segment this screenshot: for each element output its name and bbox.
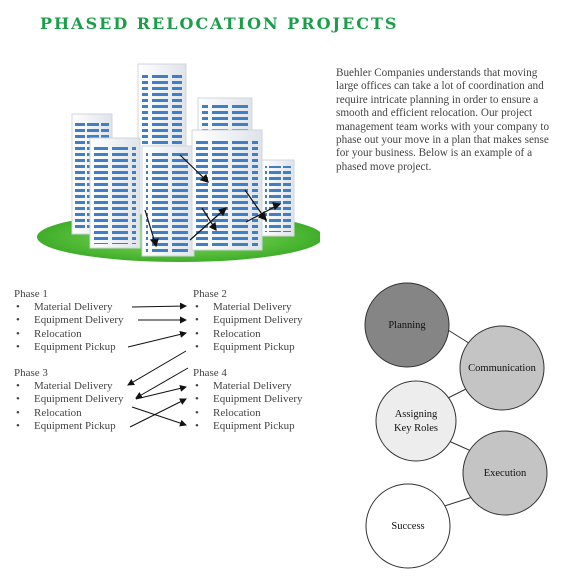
phase-4-title: Phase 4	[193, 367, 227, 379]
phase-2-item: Equipment Delivery	[193, 314, 303, 327]
phase-1: Phase 1 Material Delivery Equipment Deli…	[14, 288, 124, 354]
arrow-p2-to-p3-lower	[135, 367, 189, 399]
planning-label: Planning	[388, 320, 426, 331]
circle-assigning-key-roles: Assigning Key Roles	[375, 380, 457, 462]
building-far-right	[261, 159, 295, 237]
phase-4-item: Equipment Pickup	[193, 420, 303, 433]
execution-label: Execution	[484, 468, 527, 479]
phase-4-item: Material Delivery	[193, 380, 303, 393]
building-arrows	[144, 154, 282, 248]
circle-planning: Planning	[364, 282, 450, 368]
phase-1-title: Phase 1	[14, 288, 48, 300]
phase-4-item: Equipment Delivery	[193, 393, 303, 406]
phase-4: Phase 4 Material Delivery Equipment Deli…	[193, 367, 303, 433]
building-front-center	[141, 145, 195, 257]
phase-3-item: Relocation	[14, 407, 124, 420]
arrow-p3-pickup-b	[131, 406, 187, 427]
arrow-p1-material	[131, 302, 187, 310]
phase-1-item: Equipment Delivery	[14, 314, 124, 327]
circle-communication: Communication	[459, 325, 545, 411]
page-title: PHASED RELOCATION PROJECTS	[40, 14, 399, 33]
phase-3-item: Material Delivery	[14, 380, 124, 393]
assigning-label: Assigning	[395, 409, 438, 420]
arrow-p1-pickup	[127, 331, 187, 348]
building-front-right	[191, 129, 263, 251]
success-label: Success	[391, 521, 424, 532]
phase-4-item: Relocation	[193, 407, 303, 420]
key-roles-label: Key Roles	[394, 423, 438, 434]
intro-paragraph: Buehler Companies understands that movin…	[336, 67, 550, 173]
phase-1-item: Equipment Pickup	[14, 341, 124, 354]
building-front-left	[89, 137, 141, 249]
phase-3-item: Equipment Delivery	[14, 393, 124, 406]
office-buildings-illustration	[37, 63, 320, 262]
phase-3-title: Phase 3	[14, 367, 48, 379]
arrow-p3-pickup-a	[129, 398, 187, 428]
project-cycle-diagram: Planning Communication Assigning Key Rol…	[364, 282, 548, 569]
phase-1-item: Relocation	[14, 328, 124, 341]
arrow-p2-to-p3	[127, 350, 187, 386]
phase-2: Phase 2 Material Delivery Equipment Deli…	[193, 288, 303, 354]
phase-3-item: Equipment Pickup	[14, 420, 124, 433]
phase-2-title: Phase 2	[193, 288, 227, 300]
phase-1-item: Material Delivery	[14, 301, 124, 314]
phase-3: Phase 3 Material Delivery Equipment Deli…	[14, 367, 124, 433]
phase-2-item: Material Delivery	[193, 301, 303, 314]
circle-success: Success	[365, 483, 451, 569]
phase-2-item: Relocation	[193, 328, 303, 341]
communication-label: Communication	[468, 363, 536, 374]
phase-2-item: Equipment Pickup	[193, 341, 303, 354]
circle-execution: Execution	[462, 430, 548, 516]
arrow-p3-equipment	[135, 384, 187, 400]
